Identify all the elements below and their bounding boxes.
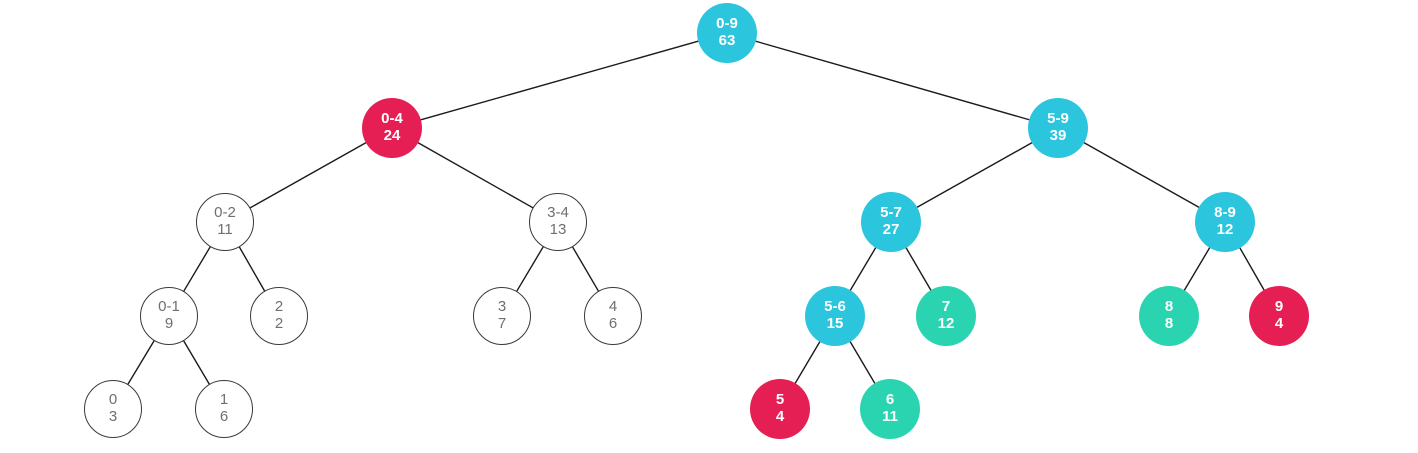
node-value-label: 12: [1216, 221, 1234, 238]
node-value-label: 3: [108, 408, 118, 425]
node-range-label: 5: [775, 391, 785, 409]
node-range-label: 3: [497, 298, 507, 316]
node-range-label: 7: [941, 298, 951, 316]
node-range-label: 5-7: [880, 204, 902, 222]
tree-edge: [754, 40, 1031, 121]
tree-edge: [1082, 141, 1201, 209]
node-value-label: 24: [383, 127, 401, 144]
node-range-label: 0: [108, 391, 118, 409]
tree-edge: [249, 141, 368, 209]
node-range-label: 3-4: [547, 204, 569, 222]
tree-edge: [1183, 246, 1211, 292]
node-range-label: 1: [219, 391, 229, 409]
tree-edge: [794, 340, 821, 385]
tree-edge: [905, 246, 932, 292]
node-range-label: 5-6: [824, 298, 846, 316]
tree-edge: [182, 245, 212, 293]
node-value-label: 11: [217, 221, 233, 238]
node-value-label: 6: [219, 408, 229, 425]
node-value-label: 27: [882, 221, 900, 238]
node-range-label: 8-9: [1214, 204, 1236, 222]
node-value-label: 9: [164, 315, 174, 332]
node-value-label: 4: [775, 408, 785, 425]
tree-edge: [849, 246, 877, 292]
tree-edge: [571, 245, 600, 293]
node-value-label: 2: [274, 315, 284, 332]
node-value-label: 63: [718, 32, 736, 49]
node-value-label: 13: [549, 221, 567, 238]
tree-edge: [182, 339, 211, 386]
node-value-label: 15: [826, 315, 844, 332]
tree-edge: [1238, 246, 1266, 292]
node-range-label: 2: [274, 298, 284, 316]
node-value-label: 7: [497, 315, 507, 332]
node-range-label: 0-2: [214, 204, 236, 222]
node-range-label: 6: [885, 391, 895, 409]
node-range-label: 5-9: [1047, 110, 1069, 128]
tree-edge: [849, 340, 876, 385]
node-value-label: 39: [1049, 127, 1067, 144]
node-range-label: 9: [1274, 298, 1284, 316]
node-range-label: 0-4: [381, 110, 403, 128]
node-range-label: 4: [608, 298, 618, 316]
tree-edge: [915, 141, 1034, 209]
node-range-label: 0-1: [158, 298, 180, 316]
node-range-label: 8: [1164, 298, 1174, 316]
tree-edge: [416, 141, 534, 209]
node-value-label: 8: [1164, 315, 1174, 332]
tree-edge: [238, 245, 266, 293]
node-value-label: 12: [937, 315, 955, 332]
tree-edge: [419, 40, 700, 121]
tree-edge: [126, 339, 156, 386]
node-value-label: 6: [608, 315, 618, 332]
node-value-label: 11: [882, 408, 898, 425]
node-range-label: 0-9: [716, 15, 738, 33]
tree-edge: [515, 245, 545, 293]
node-value-label: 4: [1274, 315, 1284, 332]
